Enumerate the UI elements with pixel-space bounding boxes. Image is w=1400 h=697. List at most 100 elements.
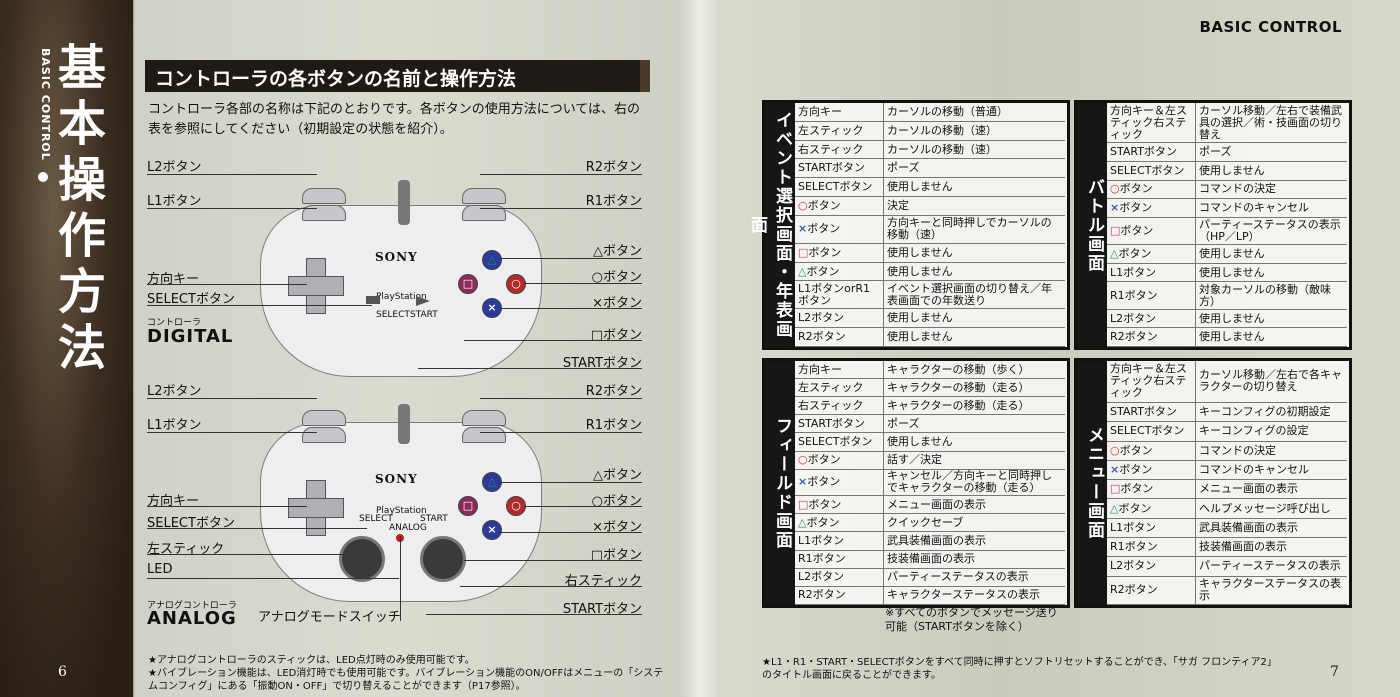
control-action: キャラクターの移動（走る） xyxy=(883,378,1065,398)
cross-button-icon: × xyxy=(482,520,502,540)
control-action: パーティーステータスの表示（HP／LP） xyxy=(1195,217,1347,246)
event-table-title: イベント選択画面・年表画面 xyxy=(747,103,795,347)
intro-text: コントローラ各部の名称は下記のとおりです。各ボタンの使用方法については、右の表を… xyxy=(148,102,641,137)
battle-table-title: バトル画面 xyxy=(1077,103,1107,347)
table-row: L1ボタン武具装備画面の表示 xyxy=(795,531,1065,551)
analog-text: ANALOG xyxy=(389,523,427,533)
control-key: STARTボタン xyxy=(1107,402,1196,423)
menu-table-title: メニュー画面 xyxy=(1077,361,1107,605)
control-key: SELECTボタン xyxy=(1107,421,1196,442)
note-line: ★バイブレーション機能は、LED消灯時でも使用可能です。バイブレーション機能のO… xyxy=(148,668,664,692)
control-key: ×ボタン xyxy=(795,215,884,244)
label-triangle: △ボタン xyxy=(593,244,642,259)
control-action: カーソルの移動（速） xyxy=(883,121,1065,141)
field-table-title: フィールド画面 xyxy=(765,361,795,605)
leader-line xyxy=(147,305,372,306)
leader-line xyxy=(460,586,642,587)
table-row: STARTボタンポーズ xyxy=(1107,142,1347,163)
circle-button-icon: ○ xyxy=(506,496,526,516)
table-row: 方向キーキャラクターの移動（歩く） xyxy=(795,361,1065,380)
controller-cable xyxy=(398,180,410,225)
table-row: R2ボタン使用しません xyxy=(795,327,1065,348)
control-action: コマンドの決定 xyxy=(1195,441,1347,461)
battle-control-list: 方向キー＆左スティック右スティックカーソル移動／左右で装備武具の選択／術・技画面… xyxy=(1107,103,1347,347)
analog-caption: ANALOG xyxy=(147,608,237,629)
control-key: △ボタン xyxy=(795,513,884,533)
table-row: △ボタンクイックセーブ xyxy=(795,513,1065,533)
control-action: パーティーステータスの表示 xyxy=(1195,556,1347,577)
leader-line xyxy=(480,398,642,399)
control-action: 使用しません xyxy=(1195,244,1347,264)
control-action: キーコンフィグの設定 xyxy=(1195,421,1347,442)
control-action: 使用しません xyxy=(1195,263,1347,283)
l2-shoulder xyxy=(302,188,346,204)
table-row: L2ボタン使用しません xyxy=(795,308,1065,328)
start-text: START xyxy=(410,310,438,320)
table-row: ×ボタンコマンドのキャンセル xyxy=(1107,198,1347,218)
event-control-list: 方向キーカーソルの移動（普通）左スティックカーソルの移動（速）右スティックカーソ… xyxy=(795,103,1065,348)
control-key: R1ボタン xyxy=(795,550,884,569)
control-key: L1ボタン xyxy=(1107,263,1196,283)
table-row: ○ボタン話す／決定 xyxy=(795,451,1065,470)
control-key: ×ボタン xyxy=(795,469,884,497)
control-key: □ボタン xyxy=(795,495,884,515)
control-action: ポーズ xyxy=(883,414,1065,434)
page-header: BASIC CONTROL xyxy=(1199,18,1342,36)
label-dpad: 方向キー xyxy=(147,272,200,287)
control-key: SELECTボタン xyxy=(1107,161,1196,181)
control-action: 決定 xyxy=(883,196,1065,217)
label-led: LED xyxy=(147,562,173,577)
control-key: □ボタン xyxy=(1107,217,1196,246)
control-action: キャラクターステータスの表示 xyxy=(883,586,1065,606)
table-row: L1ボタン武具装備画面の表示 xyxy=(1107,518,1347,539)
leader-line xyxy=(147,432,317,433)
control-action: カーソル移動／左右で装備武具の選択／術・技画面の切り替え xyxy=(1195,103,1347,144)
label-select: SELECTボタン xyxy=(147,516,235,531)
leader-line xyxy=(147,174,317,175)
square-button-icon: □ xyxy=(458,496,478,516)
spine-dot xyxy=(38,172,48,182)
control-key: △ボタン xyxy=(1107,498,1196,519)
label-l2: L2ボタン xyxy=(147,384,202,399)
table-row: 方向キー＆左スティック右スティックカーソル移動／左右で各キャラクターの切り替え xyxy=(1107,361,1347,403)
start-button-shape xyxy=(416,296,430,306)
label-cross: ×ボタン xyxy=(592,520,642,535)
square-button-icon: □ xyxy=(458,274,478,294)
controller-cable xyxy=(398,404,410,444)
table-row: □ボタンメニュー画面の表示 xyxy=(1107,479,1347,500)
leader-line xyxy=(480,174,642,175)
leader-line xyxy=(147,398,317,399)
control-action: 話す／決定 xyxy=(883,451,1065,470)
table-row: R1ボタン技装備画面の表示 xyxy=(795,550,1065,569)
leader-line xyxy=(426,614,642,615)
label-triangle: △ボタン xyxy=(593,468,642,483)
control-action: キャンセル／方向キーと同時押しでキャラクターの移動（走る） xyxy=(883,469,1065,497)
leader-line xyxy=(500,482,642,483)
control-action: ポーズ xyxy=(1195,142,1347,163)
table-row: ×ボタンコマンドのキャンセル xyxy=(1107,460,1347,481)
table-row: ○ボタンコマンドの決定 xyxy=(1107,180,1347,200)
control-action: 使用しません xyxy=(1195,309,1347,329)
left-notes: ★アナログコントローラのスティックは、LED点灯時のみ使用可能です。 ★バイブレ… xyxy=(148,654,668,693)
page-number-right: 7 xyxy=(1330,664,1339,680)
field-control-list: 方向キーキャラクターの移動（歩く）左スティックキャラクターの移動（走る）右スティ… xyxy=(795,361,1065,606)
control-key: L2ボタン xyxy=(1107,309,1196,329)
control-action: 使用しません xyxy=(883,177,1065,198)
spine-subtitle: BASIC CONTROL xyxy=(39,48,52,161)
leader-line xyxy=(480,432,642,433)
label-square: □ボタン xyxy=(590,328,642,343)
leader-line xyxy=(500,258,642,259)
control-key: □ボタン xyxy=(1107,479,1196,500)
control-action: コマンドのキャンセル xyxy=(1195,198,1347,218)
spine-title: 基本操作方法 xyxy=(57,40,106,376)
control-action: クイックセーブ xyxy=(883,513,1065,533)
control-key: 方向キー＆左スティック右スティック xyxy=(1107,361,1196,403)
label-dpad: 方向キー xyxy=(147,494,200,509)
field-screen-table: フィールド画面 方向キーキャラクターの移動（歩く）左スティックキャラクターの移動… xyxy=(762,358,1070,608)
control-action: コマンドの決定 xyxy=(1195,180,1347,200)
control-action: カーソルの移動（速） xyxy=(883,140,1065,160)
control-action: コマンドのキャンセル xyxy=(1195,460,1347,481)
control-action: メニュー画面の表示 xyxy=(883,495,1065,515)
table-row: ×ボタンキャンセル／方向キーと同時押しでキャラクターの移動（走る） xyxy=(795,469,1065,497)
logo-text: PlayStation xyxy=(376,292,427,302)
